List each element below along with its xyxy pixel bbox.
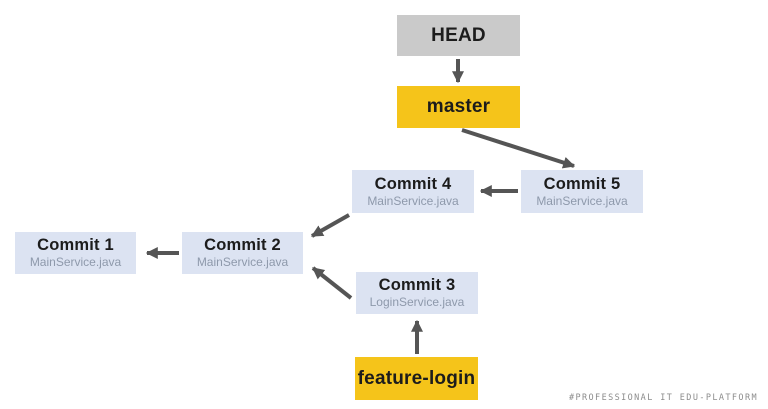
node-commit-4: Commit 4 MainService.java <box>352 170 474 213</box>
commit-4-title: Commit 4 <box>374 174 452 193</box>
commit-3-file: LoginService.java <box>369 295 465 310</box>
commit-2-title: Commit 2 <box>204 236 281 255</box>
commit-5-title: Commit 5 <box>543 174 621 193</box>
node-commit-3: Commit 3 LoginService.java <box>356 272 478 314</box>
commit-5-file: MainService.java <box>536 193 628 208</box>
commit-1-title: Commit 1 <box>37 236 114 255</box>
node-head-label: HEAD <box>431 24 486 46</box>
node-feature-login-branch: feature-login <box>355 357 478 400</box>
node-master-branch: master <box>397 86 520 128</box>
node-head: HEAD <box>397 15 520 56</box>
node-commit-2: Commit 2 MainService.java <box>182 232 303 274</box>
edge-master-to-commit5 <box>461 128 576 169</box>
commit-1-file: MainService.java <box>29 255 122 270</box>
node-commit-5: Commit 5 MainService.java <box>521 170 643 213</box>
commit-2-file: MainService.java <box>196 255 289 270</box>
node-commit-1: Commit 1 MainService.java <box>15 232 136 274</box>
node-feature-login-label: feature-login <box>357 367 476 389</box>
node-master-label: master <box>426 96 491 118</box>
watermark: #PROFESSIONAL IT EDU-PLATFORM <box>568 393 758 403</box>
commit-4-file: MainService.java <box>367 193 459 208</box>
commit-3-title: Commit 3 <box>378 276 456 295</box>
edge-commit4-to-commit2 <box>310 213 350 238</box>
edge-commit3-to-commit2 <box>311 266 353 300</box>
